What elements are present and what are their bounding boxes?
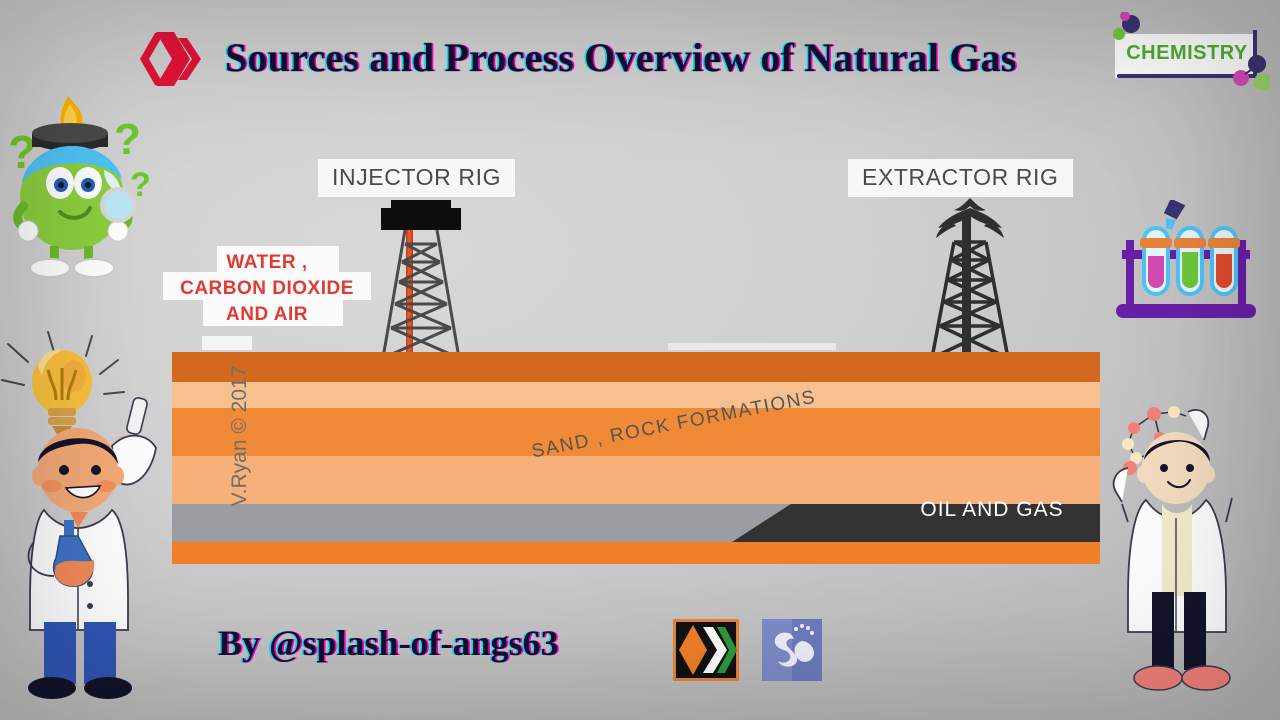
injection-note-line-2: CARBON DIOXIDE xyxy=(180,278,354,299)
svg-text:?: ? xyxy=(114,115,141,164)
oil-and-gas-reservoir xyxy=(732,504,1100,542)
page-title: Sources and Process Overview of Natural … xyxy=(225,35,1017,80)
scientist-with-flask-icon xyxy=(0,330,175,702)
hive-blockchain-logo-icon xyxy=(673,619,739,681)
author-watermark: V.Ryan © 2017 xyxy=(228,365,251,507)
chemistry-banner-rule xyxy=(1117,74,1257,78)
stem-geeks-logo-icon xyxy=(762,619,822,681)
injection-note-text: WATER , CARBON DIOXIDE AND AIR xyxy=(163,250,371,328)
layer-sand-pale xyxy=(172,456,1100,504)
reservoir-label: OIL AND GAS xyxy=(920,498,1064,521)
chemistry-banner: CHEMISTRY xyxy=(1105,12,1270,90)
geology-cross-section: OIL AND GAS SAND , ROCK FORMATIONS V.Rya… xyxy=(172,336,1100,564)
injection-note-plate-3 xyxy=(203,300,343,326)
layer-topsoil xyxy=(172,352,1100,382)
injection-note-plate-1 xyxy=(217,246,339,272)
injector-rig-label: INJECTOR RIG xyxy=(318,159,516,197)
surface-patch-left xyxy=(202,336,252,350)
injection-note: WATER , CARBON DIOXIDE AND AIR xyxy=(163,246,371,326)
chemistry-banner-label: CHEMISTRY xyxy=(1126,42,1248,64)
layer-sand-light xyxy=(172,382,1100,408)
extractor-rig-label: EXTRACTOR RIG xyxy=(848,159,1073,197)
hive-logo-icon xyxy=(140,32,201,86)
earth-flame-mascot-icon: ? ? ? xyxy=(2,88,154,278)
svg-text:?: ? xyxy=(130,166,151,204)
molecule-decoration-icon xyxy=(1113,12,1270,90)
extractor-rig-icon xyxy=(920,196,1020,360)
layer-base-orange xyxy=(172,542,1100,564)
scientist-with-molecule-icon xyxy=(1092,382,1280,700)
byline: By @splash-of-angs63 xyxy=(218,623,559,663)
surface-patch-right xyxy=(668,343,836,350)
chemistry-banner-post xyxy=(1253,30,1257,78)
injection-note-plate-2 xyxy=(163,272,371,300)
chemistry-banner-plate xyxy=(1115,34,1257,78)
injector-rig-icon xyxy=(375,200,467,360)
title-bar: Sources and Process Overview of Natural … xyxy=(0,12,1280,92)
test-tube-rack-icon xyxy=(1108,198,1268,332)
injection-note-line-1: WATER , xyxy=(226,252,308,273)
layer-sand-mid xyxy=(172,408,1100,456)
injection-note-line-3: AND AIR xyxy=(226,304,308,325)
